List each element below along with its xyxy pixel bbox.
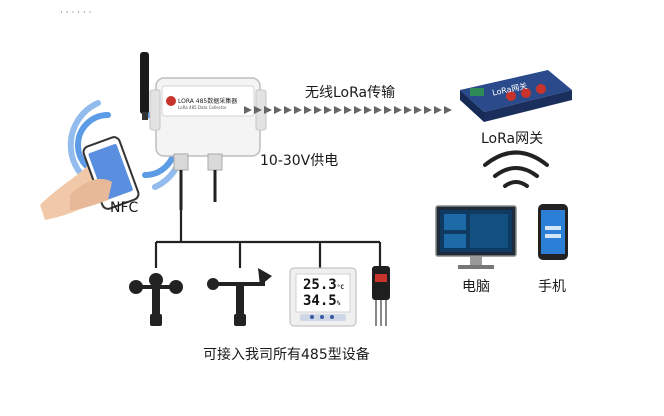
gateway-label: LoRa网关 xyxy=(481,131,544,147)
mobile-phone-icon xyxy=(538,204,568,260)
collector-subtitle-text: LoRa 485 Data Collector xyxy=(178,105,227,110)
antenna-icon xyxy=(140,52,149,120)
lora-arrow-chain xyxy=(244,106,452,114)
soil-probe-icon xyxy=(372,266,390,326)
collector-brand-text: LORA 485数据采集器 xyxy=(178,98,238,105)
lora-gateway-icon xyxy=(460,70,572,122)
wind-vane-icon xyxy=(207,268,272,326)
bottom-caption: 可接入我司所有485型设备 xyxy=(203,347,370,363)
top-marks: · · · · · · xyxy=(60,8,92,18)
computer-label: 电脑 xyxy=(462,279,490,295)
nfc-label: NFC xyxy=(110,200,139,216)
mobile-label: 手机 xyxy=(538,279,566,295)
lora-collector-box xyxy=(149,77,267,210)
thermo-reading-1: 25.3°C xyxy=(303,277,344,293)
wiring-lines xyxy=(154,210,382,268)
hand-phone-icon xyxy=(40,136,140,220)
thermo-reading-2: 34.5% xyxy=(303,293,341,309)
gateway-signal-icon xyxy=(483,150,549,188)
computer-icon xyxy=(435,205,517,269)
anemometer-icon xyxy=(129,273,183,326)
lora-transmission-label: 无线LoRa传输 xyxy=(305,85,396,101)
thermo-hygro-device xyxy=(289,267,357,327)
power-supply-label: 10-30V供电 xyxy=(260,153,339,169)
